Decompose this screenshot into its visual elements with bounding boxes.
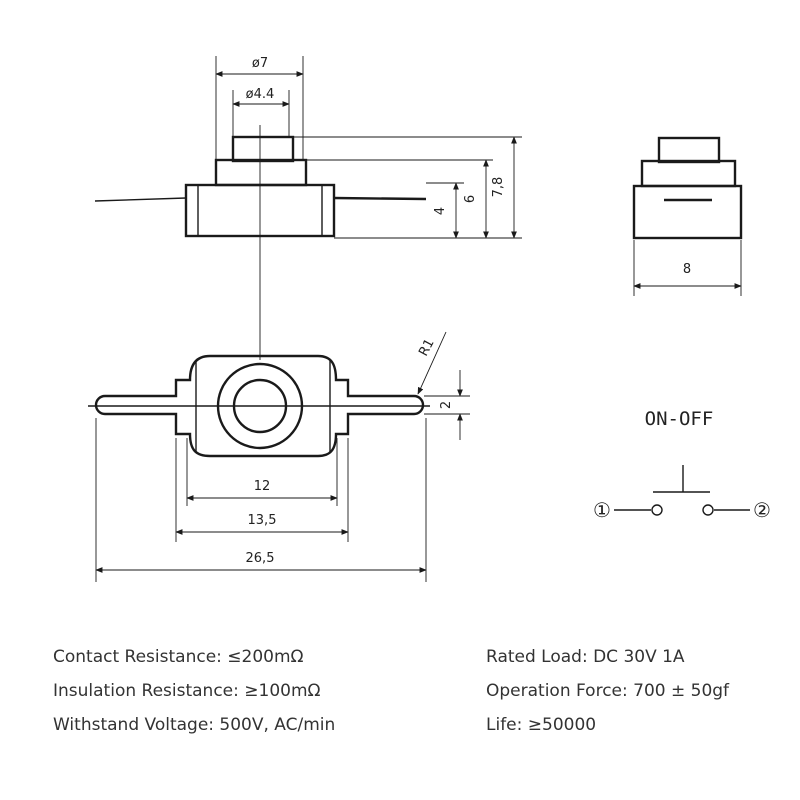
front-body: [632, 184, 743, 240]
terminal-1-contact: [651, 504, 663, 516]
dim-height-6: 6: [463, 195, 478, 203]
button-collar: [214, 158, 308, 187]
specs-right-column: Rated Load: DC 30V 1A Operation Force: 7…: [486, 640, 729, 742]
dim-height-7-8: 7,8: [491, 177, 506, 198]
dim-height-4: 4: [433, 207, 448, 215]
dim-thickness-2: 2: [439, 401, 454, 409]
front-button-collar: [640, 159, 737, 188]
specs-left-column: Contact Resistance: ≤200mΩ Insulation Re…: [53, 640, 335, 742]
dim-diameter-4-4: ø4.4: [246, 87, 275, 102]
spec-withstand-voltage: Withstand Voltage: 500V, AC/min: [53, 715, 336, 735]
button-cap: [231, 135, 295, 163]
specifications: Contact Resistance: ≤200mΩ Insulation Re…: [0, 640, 800, 760]
switch-schematic: ON-OFF ① ②: [593, 408, 771, 522]
schematic-title: ON-OFF: [645, 408, 714, 430]
spec-life: Life: ≥50000: [486, 715, 597, 735]
switch-outline-top: [94, 354, 425, 458]
dim-radius-1: R1: [416, 337, 437, 359]
technical-drawing: ø7 ø4.4 7,8 6 4 8: [88, 56, 771, 582]
right-lead: [333, 196, 427, 201]
switch-body: [184, 183, 336, 238]
dim-width-8: 8: [683, 262, 691, 277]
spec-contact-resistance: Contact Resistance: ≤200mΩ: [53, 647, 304, 667]
terminal-1-label: ①: [593, 498, 611, 522]
top-view: R1 2 12 13,5 26,5: [88, 331, 470, 582]
dim-width-26-5: 26,5: [246, 551, 275, 566]
dim-width-12: 12: [254, 479, 271, 494]
front-button-cap: [657, 136, 721, 164]
side-view: ø7 ø4.4 7,8 6 4: [94, 56, 522, 360]
terminal-2-contact: [702, 504, 714, 516]
dim-diameter-7: ø7: [252, 56, 268, 71]
spec-rated-load: Rated Load: DC 30V 1A: [486, 647, 685, 667]
dim-width-13-5: 13,5: [248, 513, 277, 528]
front-view: 8: [632, 136, 743, 296]
terminal-2-label: ②: [753, 498, 771, 522]
left-lead: [94, 197, 187, 202]
spec-operation-force: Operation Force: 700 ± 50gf: [486, 681, 730, 701]
spec-insulation-resistance: Insulation Resistance: ≥100mΩ: [53, 681, 321, 701]
